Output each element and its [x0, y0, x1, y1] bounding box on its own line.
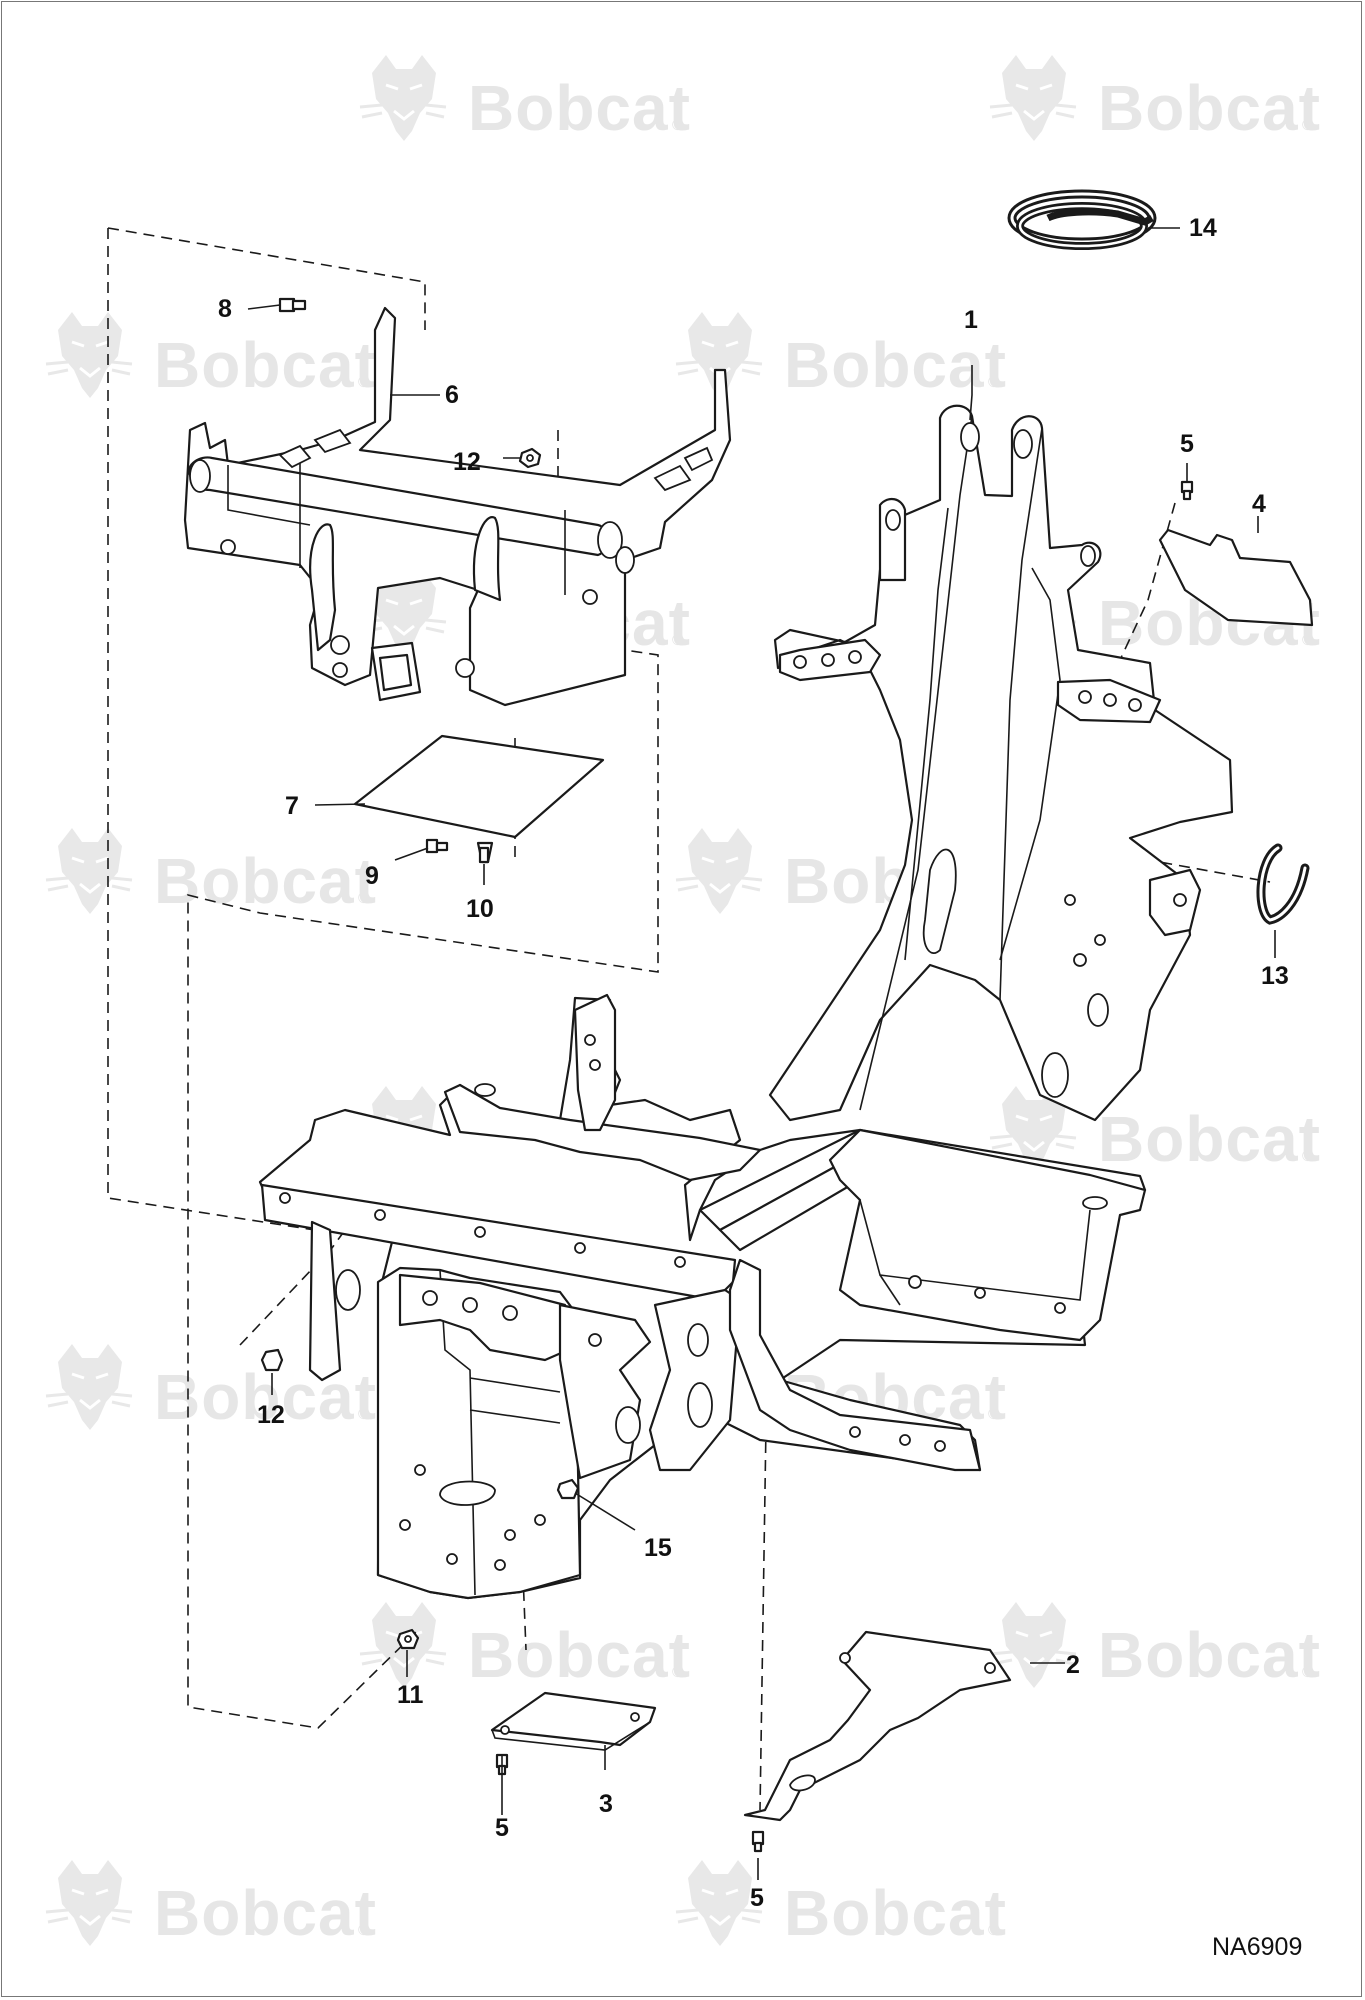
callout-1: 1	[964, 306, 978, 334]
hitch-bracket	[183, 306, 732, 707]
nut-12-upper	[518, 447, 542, 469]
watermark-brand: Bobcat	[154, 329, 377, 401]
floor-plate-2	[743, 1630, 1012, 1822]
clip-10	[476, 841, 494, 864]
callout-5-right: 5	[750, 1884, 764, 1912]
callout-10: 10	[466, 895, 494, 923]
callout-2: 2	[1066, 1651, 1080, 1679]
watermark-registered: ®	[1302, 1664, 1314, 1681]
hardware	[260, 297, 1194, 1853]
watermark: Bobcat ®	[674, 310, 1007, 401]
callout-5-upper: 5	[1180, 430, 1194, 458]
watermark-brand: Bobcat	[1098, 72, 1321, 144]
bobcat-logo-icon	[988, 53, 1078, 143]
callout-8: 8	[218, 295, 232, 323]
seal-coil-14	[1007, 189, 1157, 250]
bolt-9	[425, 838, 449, 854]
watermark-registered: ®	[1302, 632, 1314, 649]
callout-9: 9	[365, 862, 379, 890]
watermark-registered: ®	[358, 1922, 370, 1939]
bobcat-logo-icon	[44, 1858, 134, 1948]
callout-11: 11	[397, 1681, 424, 1709]
bolt-5-upper	[1180, 480, 1194, 501]
watermark: Bobcat ®	[358, 53, 691, 144]
nut-12-lower	[260, 1348, 284, 1372]
watermark-brand: Bobcat	[154, 845, 377, 917]
callout-3: 3	[599, 1790, 613, 1818]
watermark-brand: Bobcat	[1098, 1103, 1321, 1175]
watermark-brand: Bobcat	[154, 1877, 377, 1949]
callout-12-upper: 12	[453, 448, 481, 476]
bolt-8	[278, 297, 307, 313]
bobcat-logo-icon	[44, 826, 134, 916]
watermark-brand: Bobcat	[468, 1619, 691, 1691]
callout-13: 13	[1261, 962, 1289, 990]
seal-ring-13	[1256, 843, 1310, 925]
watermark-registered: ®	[988, 1406, 1000, 1423]
callout-15: 15	[644, 1534, 672, 1562]
watermark-registered: ®	[1302, 1148, 1314, 1165]
bolt-5-right	[751, 1830, 765, 1853]
watermark-brand: Bobcat	[784, 329, 1007, 401]
watermark: Bobcat ®	[44, 310, 377, 401]
watermark-registered: ®	[358, 374, 370, 391]
callouts: 1 2 3 4 5 5 5 6 7 8 9 10 11 12 12 13 14 …	[218, 214, 1289, 1912]
watermark-brand: Bobcat	[468, 72, 691, 144]
step-grate	[353, 734, 605, 839]
watermark: Bobcat ®	[674, 1858, 1007, 1949]
bobcat-logo-icon	[358, 53, 448, 143]
callout-7: 7	[285, 792, 299, 820]
watermark: Bobcat ®	[988, 1084, 1321, 1175]
watermark-registered: ®	[358, 1406, 370, 1423]
cover-plate-4	[1158, 528, 1314, 627]
nut-11	[396, 1628, 420, 1650]
watermark: Bobcat ®	[44, 1342, 377, 1433]
bolt-15	[556, 1478, 580, 1500]
watermark: Bobcat ®	[44, 826, 377, 917]
callout-5-left: 5	[495, 1814, 509, 1842]
watermark: Bobcat ®	[988, 1600, 1321, 1691]
bobcat-logo-icon	[674, 826, 764, 916]
main-frame	[258, 404, 1234, 1600]
figure-id: NA6909	[1212, 1933, 1302, 1961]
watermark-registered: ®	[988, 374, 1000, 391]
watermark-brand: Bobcat	[154, 1361, 377, 1433]
watermark-registered: ®	[358, 890, 370, 907]
leader-lines	[247, 227, 1276, 1880]
watermark: Bobcat ®	[44, 1858, 377, 1949]
access-plate-3	[490, 1691, 657, 1751]
callout-6: 6	[445, 381, 459, 409]
watermark-registered: ®	[988, 1922, 1000, 1939]
watermark: Bobcat ®	[988, 53, 1321, 144]
callout-14: 14	[1189, 214, 1217, 242]
callout-4: 4	[1252, 490, 1266, 518]
watermark-registered: ®	[672, 632, 684, 649]
watermark-brand: Bobcat	[1098, 1619, 1321, 1691]
callout-12-lower: 12	[257, 1401, 285, 1429]
watermark-registered: ®	[672, 1664, 684, 1681]
bobcat-logo-icon	[44, 1342, 134, 1432]
watermark-brand: Bobcat	[784, 1877, 1007, 1949]
watermark-registered: ®	[1302, 117, 1314, 134]
watermark-registered: ®	[672, 117, 684, 134]
bobcat-logo-icon	[44, 310, 134, 400]
watermark: Bobcat ®	[358, 1600, 691, 1691]
